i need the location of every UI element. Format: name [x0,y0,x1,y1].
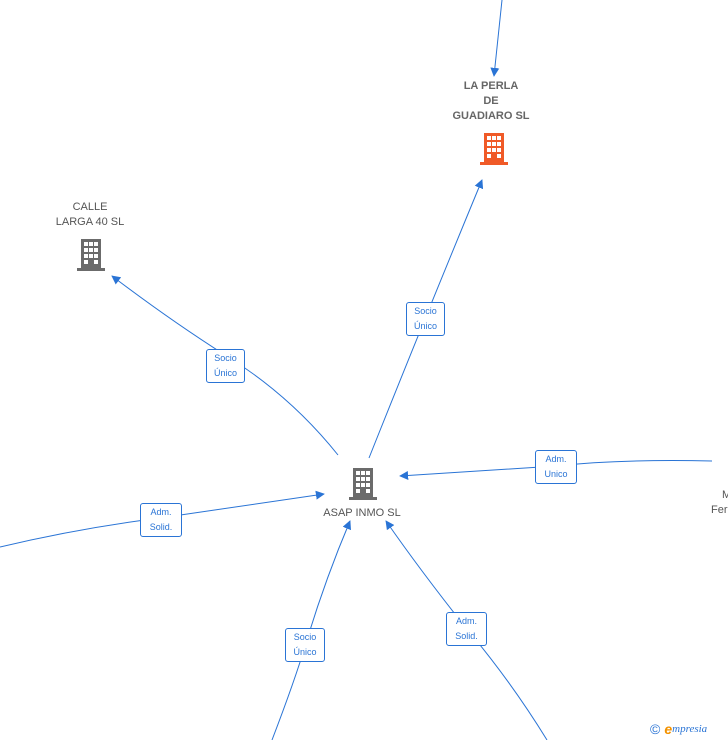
edge-label-line: Solid. [149,522,173,532]
edge-label-bottom-left-to-asap[interactable]: Socio Único [285,628,325,662]
edge-label-line: Socio [214,353,237,363]
node-label-line: LA PERLA [463,80,519,92]
node-label-line: CALLE [72,201,108,213]
node-label-asap-inmo: ASAP INMO SL [302,506,422,521]
node-label-line: LARGA 40 SL [55,216,125,228]
edge-label-line: Adm. [455,616,477,626]
edge-label-bottom-right-to-asap[interactable]: Adm. Solid. [446,612,487,646]
edge-label-line: Adm. [150,507,172,517]
edge-label-left-to-asap[interactable]: Adm. Solid. [140,503,182,537]
building-icon[interactable] [478,131,510,165]
node-label-line: DE [483,95,499,107]
node-label-line: M [722,489,728,501]
edge-label-line: Solid. [455,631,478,641]
node-label-line: ASAP INMO SL [323,507,401,519]
brand-name: mpresia [672,723,708,735]
edge-label-line: Socio [414,306,437,316]
building-icon[interactable] [347,466,379,500]
node-label-la-perla: LA PERLA DE GUADIARO SL [431,79,551,124]
node-label-line: GUADIARO SL [452,110,530,122]
node-label-right-partial: M Fer [700,488,728,518]
edge-label-line: Adm. [545,454,567,464]
edge-label-line: Socio [293,632,317,642]
edge-label-line: Único [293,647,317,657]
node-label-line: Fer [711,504,728,516]
node-label-calle-larga: CALLE LARGA 40 SL [30,200,150,230]
copyright-icon: © [650,721,661,737]
edge-label-line: Único [213,368,237,378]
edge-label-asap-to-calle[interactable]: Socio Único [206,349,245,383]
edge-label-right-to-asap[interactable]: Adm. Unico [535,450,577,484]
edge-label-line: Único [413,321,437,331]
edge-line-top-to-laperla [490,0,503,77]
brand-initial: e [664,721,673,737]
empresia-watermark: © e mpresia [650,720,707,738]
edge-label-asap-to-laperla[interactable]: Socio Único [406,302,445,336]
edge-label-line: Unico [544,469,568,479]
building-icon[interactable] [75,237,107,271]
